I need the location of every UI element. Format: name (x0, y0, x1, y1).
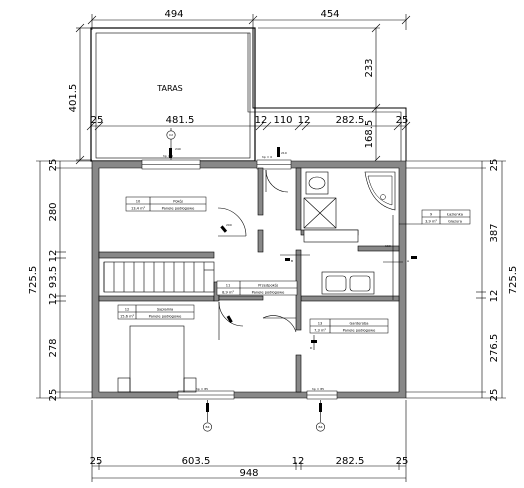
dim-bottom-3: 282.5 (336, 456, 365, 467)
row2-dimension: 25 481.5 12 110 12 282.5 25 (86, 115, 411, 131)
sink-pair (321, 271, 375, 295)
dim-right-168: 168.5 (364, 120, 375, 149)
bed (117, 325, 197, 393)
room-12-num: 12 (125, 308, 130, 312)
room-label-pokoj: 10 Pokój 13,4 m² Panele podłogowe (125, 196, 207, 212)
dim-row2-3: 110 (273, 115, 292, 126)
marker-c2-label: C2 (169, 133, 173, 137)
dim-right-1: 387 (489, 223, 500, 242)
stairs (103, 261, 215, 293)
dim-row2-2: 12 (255, 115, 268, 126)
window-top-left-height: hp = 0 (163, 154, 173, 158)
window-bottom-right-height: hp = 85 (312, 387, 324, 391)
marker-a-label: A (407, 259, 410, 263)
window-bottom-left: hp = 85 B4 (177, 387, 235, 432)
dim-right-3: 276.5 (489, 334, 500, 363)
bathroom-fixtures (303, 171, 396, 243)
right-dimension-lines: 25 387 12 276.5 25 725.5 (406, 159, 519, 402)
room-13-floor: Panele podłogowe (343, 329, 376, 333)
room-label-lazienka: 9 Łazienka 3,9 m² Glazura (399, 209, 471, 225)
outer-walls (91, 160, 407, 399)
room-10-num: 10 (136, 200, 141, 204)
axis-marker-c2: C2 (166, 128, 176, 160)
room-9-floor: Glazura (448, 220, 462, 224)
dim-terrace-height: 401.5 (68, 84, 79, 113)
room-13-area: 7,3 m² (314, 329, 326, 333)
window-top-middle-210: 210 (281, 151, 287, 155)
window-top-left: hp = 0 240 (141, 147, 201, 170)
door-bathroom (265, 169, 289, 193)
section-lines: A D B 160 (280, 215, 417, 350)
window-bottom-left-height: hp = 85 (196, 387, 208, 391)
window-bottom-right: hp = 85 B4 (306, 387, 338, 432)
dim-left-4: 12 (48, 293, 59, 306)
door-bedroom (218, 301, 244, 340)
room-9-num: 9 (430, 213, 433, 217)
room-9-area: 3,9 m² (425, 220, 437, 224)
dim-row2-5: 282.5 (336, 115, 365, 126)
dim-top-left: 494 (164, 9, 183, 20)
marker-b4b-label: B4 (319, 425, 323, 429)
room-9-name: Łazienka (446, 213, 463, 217)
terrace-label: TARAS (156, 84, 183, 93)
opening-160: 160 (385, 244, 391, 248)
room-11-name: Przedpokój (258, 284, 278, 288)
room-12-name: Sypialnia (157, 308, 173, 312)
dim-row2-0: 25 (91, 115, 104, 126)
room-10-area: 13,4 m² (131, 207, 146, 211)
dim-row2-4: 12 (298, 115, 311, 126)
dim-left-0: 25 (48, 159, 59, 172)
left-terrace-dimension: 401.5 (68, 23, 92, 165)
window-top-left-240: 240 (175, 147, 181, 151)
dim-right-4: 25 (489, 389, 500, 402)
top-dimension-line: 494 454 (87, 9, 411, 30)
room-12-floor: Panele podłogowe (149, 315, 182, 319)
room-label-sypialnia: 12 Sypialnia 15,6 m² Panele podłogowe (117, 304, 195, 320)
dim-right-total: 725.5 (508, 266, 519, 295)
dim-top-right: 454 (320, 9, 339, 20)
dim-left-2: 12 (48, 250, 59, 263)
room-label-garderoba: 13 Garderoba 7,3 m² Panele podłogowe (309, 318, 389, 334)
dim-bottom-total: 948 (239, 468, 258, 479)
terrace: TARAS (90, 27, 407, 162)
dim-row2-1: 481.5 (166, 115, 195, 126)
marker-b4-label: B4 (206, 425, 210, 429)
room-12-area: 15,6 m² (120, 315, 135, 319)
bottom-dimension-lines: 25 603.5 12 282.5 25 948 (90, 400, 409, 482)
dim-row2-6: 25 (396, 115, 409, 126)
window-top-middle: hp = 0 210 (256, 147, 292, 170)
dim-bottom-0: 25 (90, 456, 103, 467)
room-13-num: 13 (318, 322, 323, 326)
dim-bottom-2: 12 (292, 456, 305, 467)
room-10-floor: Panele podłogowe (162, 207, 195, 211)
room-label-przedpokoj: 11 Przedpokój 8,9 m² Panele podłogowe (216, 280, 298, 296)
room-11-floor: Panele podłogowe (252, 291, 285, 295)
dim-left-5: 278 (48, 338, 59, 357)
room-10-name: Pokój (173, 200, 182, 204)
dim-right-0: 25 (489, 159, 500, 172)
window-top-middle-height: hp = 0 (262, 155, 272, 159)
door-pokoj: 200 (217, 207, 247, 237)
dim-left-1: 280 (48, 202, 59, 221)
dim-left-3: 93.5 (48, 266, 59, 288)
room-11-num: 11 (226, 284, 231, 288)
dim-bottom-1: 603.5 (182, 456, 211, 467)
dim-bottom-4: 25 (396, 456, 409, 467)
door-pokoj-200: 200 (226, 223, 232, 227)
dim-right-2: 12 (489, 290, 500, 303)
dim-left-6: 25 (48, 389, 59, 402)
left-dimension-lines: 25 280 12 93.5 12 278 25 725.5 (28, 159, 92, 402)
marker-d-label: D (310, 346, 313, 350)
room-13-name: Garderoba (350, 322, 369, 326)
right-terrace-dimension: 233 168.5 (258, 23, 381, 165)
door-garderoba (262, 315, 297, 333)
marker-b-label: B (291, 259, 293, 263)
room-11-area: 8,9 m² (222, 291, 234, 295)
dim-right-233: 233 (364, 58, 375, 77)
dim-left-total: 725.5 (28, 266, 39, 295)
